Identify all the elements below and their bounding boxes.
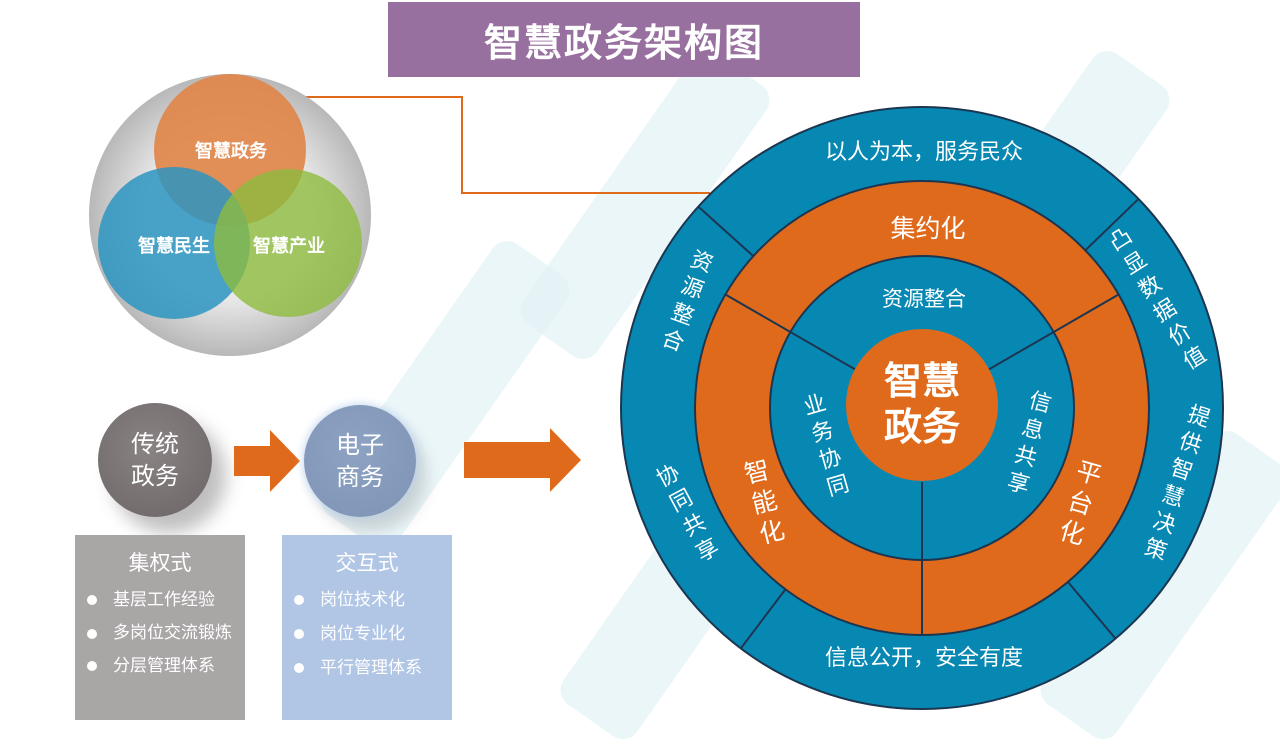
ring-divider	[985, 293, 1120, 372]
list-item: 多岗位交流锻炼	[83, 617, 245, 649]
stage-label: 政务	[131, 462, 179, 490]
stage-label: 商务	[336, 463, 384, 491]
list-item: 岗位技术化	[290, 583, 452, 617]
stage-label: 传统	[131, 430, 179, 458]
list-item: 基层工作经验	[83, 583, 245, 617]
middle-label-top: 集约化	[890, 214, 966, 243]
arrow-right-icon	[234, 430, 300, 492]
venn-circle-left	[98, 167, 250, 319]
venn-label-top: 智慧政务	[195, 141, 267, 162]
center-circle	[846, 329, 998, 481]
ring-dividers	[697, 198, 1140, 649]
list-item: 岗位专业化	[290, 617, 452, 651]
stage-label: 电子	[336, 431, 384, 459]
wheel-diagram	[620, 106, 1224, 710]
list-item: 平行管理体系	[290, 651, 452, 685]
center-label: 智慧 政务	[884, 358, 960, 450]
outer-label-top: 以人为本，服务民众	[824, 140, 1024, 165]
ring-divider	[1067, 581, 1117, 640]
venn-diagram	[89, 74, 371, 356]
ring-divider	[740, 588, 787, 649]
outer-label-bottom: 信息公开，安全有度	[824, 646, 1024, 671]
ring-divider	[697, 205, 754, 257]
venn-label-right: 智慧产业	[253, 236, 325, 257]
inner-label-top: 资源整合	[882, 287, 966, 311]
centralized-card: 集权式 基层工作经验 多岗位交流锻炼 分层管理体系	[75, 535, 245, 720]
arrow-right-icon	[464, 428, 581, 492]
stage-traditional-circle: 传统政务	[98, 403, 212, 517]
venn-circle-right	[214, 169, 362, 317]
center-label-line: 智慧	[883, 359, 961, 403]
connector-line	[290, 96, 710, 194]
stage-ebusiness-circle: 电子商务	[304, 405, 416, 517]
ring-divider	[1084, 198, 1140, 252]
center-label-line: 政务	[883, 405, 961, 449]
ring-divider	[724, 293, 859, 372]
card-title: 集权式	[128, 551, 192, 575]
interactive-card: 交互式 岗位技术化 岗位专业化 平行管理体系	[282, 535, 452, 720]
page-title: 智慧政务架构图	[388, 2, 860, 77]
card-title: 交互式	[335, 551, 399, 575]
list-item: 分层管理体系	[83, 649, 245, 683]
venn-label-left: 智慧民生	[138, 236, 210, 257]
